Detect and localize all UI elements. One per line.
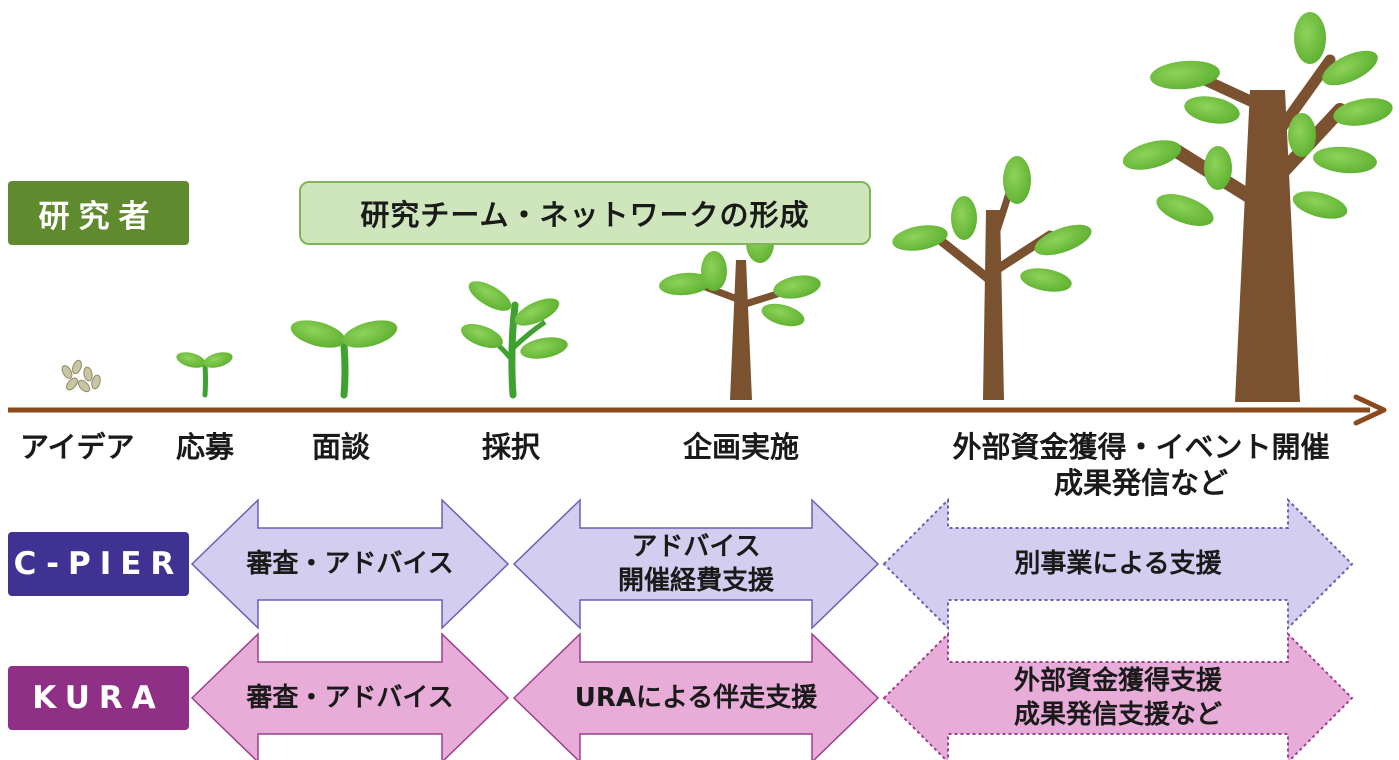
stage-application: 応募 — [176, 430, 235, 464]
stage-adoption: 採択 — [482, 430, 541, 464]
kura-arrow-3 — [882, 631, 1354, 760]
cpier-arrow-3-line-1: 別事業による支援 — [1014, 549, 1222, 579]
kura-arrow-1 — [190, 632, 510, 760]
kura-arrow-2-line-1: URAによる伴走支援 — [574, 683, 818, 713]
stage-implementation: 企画実施 — [683, 430, 800, 464]
researcher-label: 研究者 — [8, 181, 189, 245]
cpier-arrow-2-line-2: 開催経費支援 — [617, 566, 774, 596]
kura-arrow-2-text: URAによる伴走支援 — [572, 664, 820, 732]
stage-external-funding: 外部資金獲得・イベント開催 — [952, 430, 1330, 464]
kura-arrow-1-text: 審査・アドバイス — [246, 664, 453, 732]
young-plant-icon — [461, 281, 568, 399]
kura-arrow-3-line-1: 外部資金獲得支援 — [1013, 666, 1222, 696]
cpier-arrow-1-line-1: 審査・アドバイス — [246, 549, 454, 579]
kura-label: KURA — [8, 666, 189, 730]
sprout-icon — [176, 352, 233, 398]
cpier-arrow-2 — [512, 498, 880, 630]
kura-arrow-1-line-1: 審査・アドバイス — [246, 683, 454, 713]
small-tree-icon — [659, 223, 821, 400]
stage-interview: 面談 — [312, 430, 371, 464]
kura-arrow-2 — [512, 632, 880, 760]
cpier-arrow-1-text: 審査・アドバイス — [246, 530, 453, 598]
cpier-arrow-3 — [882, 497, 1354, 631]
cpier-arrow-2-text: アドバイス 開催経費支援 — [580, 530, 812, 598]
seedling-icon — [290, 320, 398, 399]
seed-icon — [61, 359, 101, 393]
medium-tree-icon — [892, 156, 1092, 400]
kura-arrow-3-text: 外部資金獲得支援 成果発信支援など — [948, 664, 1288, 732]
large-tree-icon — [1122, 12, 1393, 402]
cpier-arrow-1 — [190, 498, 510, 630]
cpier-arrow-3-text: 別事業による支援 — [948, 530, 1288, 598]
team-network-banner: 研究チーム・ネットワークの形成 — [299, 181, 871, 245]
stage-dissemination: 成果発信など — [1053, 466, 1228, 500]
kura-arrow-3-line-2: 成果発信支援など — [1013, 700, 1222, 730]
cpier-arrow-2-line-1: アドバイス — [631, 532, 761, 562]
cpier-label: C-PIER — [8, 532, 189, 596]
timeline-arrow — [8, 394, 1387, 426]
stage-idea: アイデア — [20, 430, 135, 464]
